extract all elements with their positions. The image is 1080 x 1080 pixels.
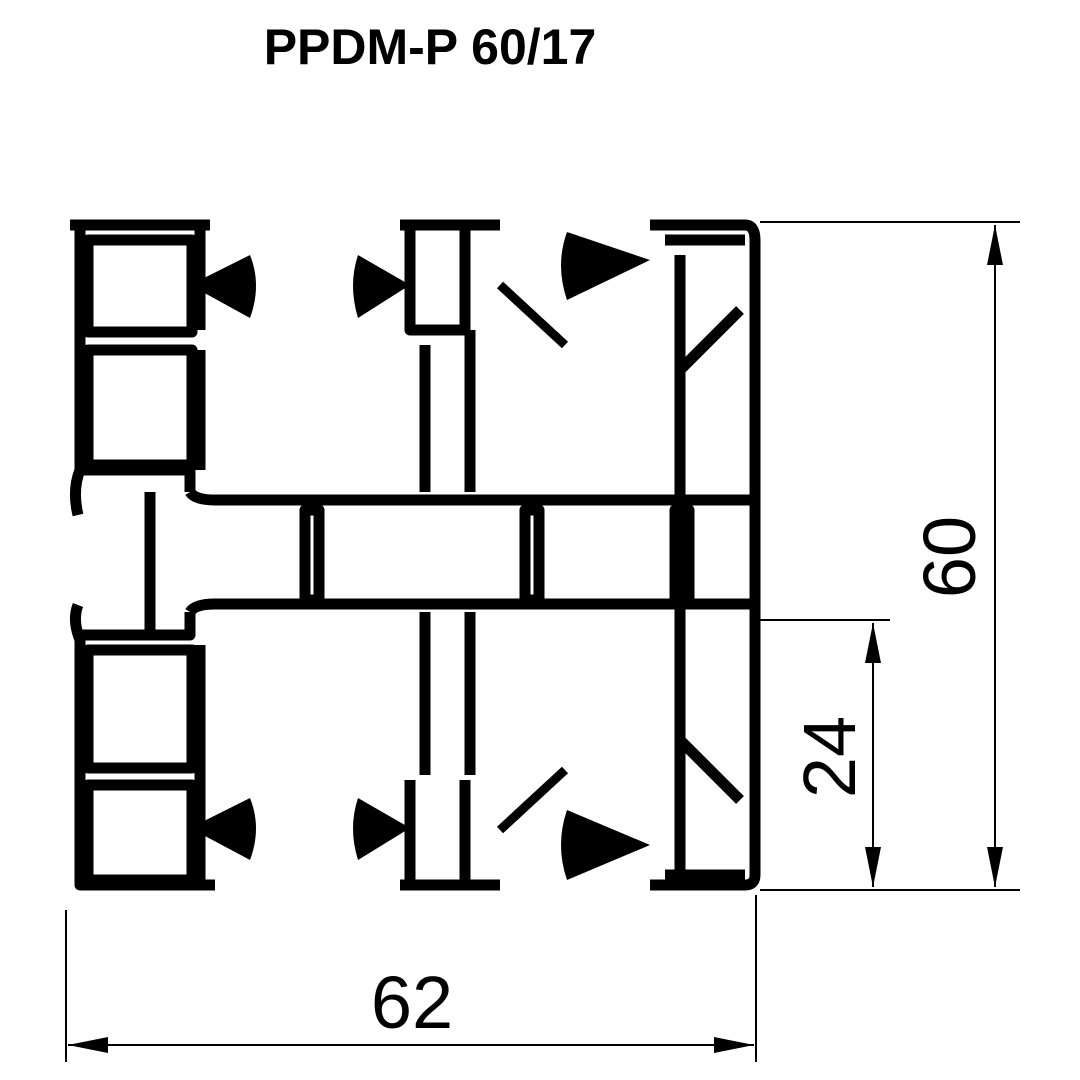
left-lower-box (82, 644, 198, 774)
right-frame (650, 219, 761, 891)
brush-seal (561, 232, 650, 300)
arrow-icon (68, 1037, 108, 1053)
right-diagonal-bottom (676, 736, 744, 804)
lower-web (185, 598, 760, 616)
seal-flap-bottom (496, 766, 569, 834)
dimension-lines (65, 221, 1020, 1062)
arrow-icon (865, 623, 881, 663)
left-bottom-frame (69, 602, 215, 891)
brush-seal (353, 798, 410, 860)
brush-seal (561, 810, 650, 880)
left-mid-box (82, 344, 198, 471)
middle-top (400, 219, 500, 492)
arrow-icon (987, 225, 1003, 265)
web-cell-1 (299, 504, 325, 606)
drawing-title: PPDM-P 60/17 (263, 19, 597, 75)
profile-section (69, 219, 761, 891)
brush-seals (190, 232, 650, 880)
brush-seal (190, 798, 256, 860)
dimension-arrows (68, 225, 1003, 1053)
brush-seal (190, 255, 256, 318)
upper-web (185, 488, 760, 506)
seal-flap-top (496, 281, 569, 349)
arrow-icon (987, 847, 1003, 887)
dimension-24: 24 (788, 716, 871, 798)
left-top-box (82, 234, 198, 338)
middle-bottom (400, 612, 500, 891)
arrow-icon (714, 1037, 754, 1053)
arrow-icon (865, 847, 881, 887)
dimension-62: 62 (371, 961, 453, 1044)
dimension-60: 60 (908, 516, 991, 598)
left-bottom-box (82, 779, 198, 886)
brush-seal (353, 255, 410, 318)
right-diagonal-top (676, 306, 744, 374)
web-cell-2 (519, 504, 545, 606)
